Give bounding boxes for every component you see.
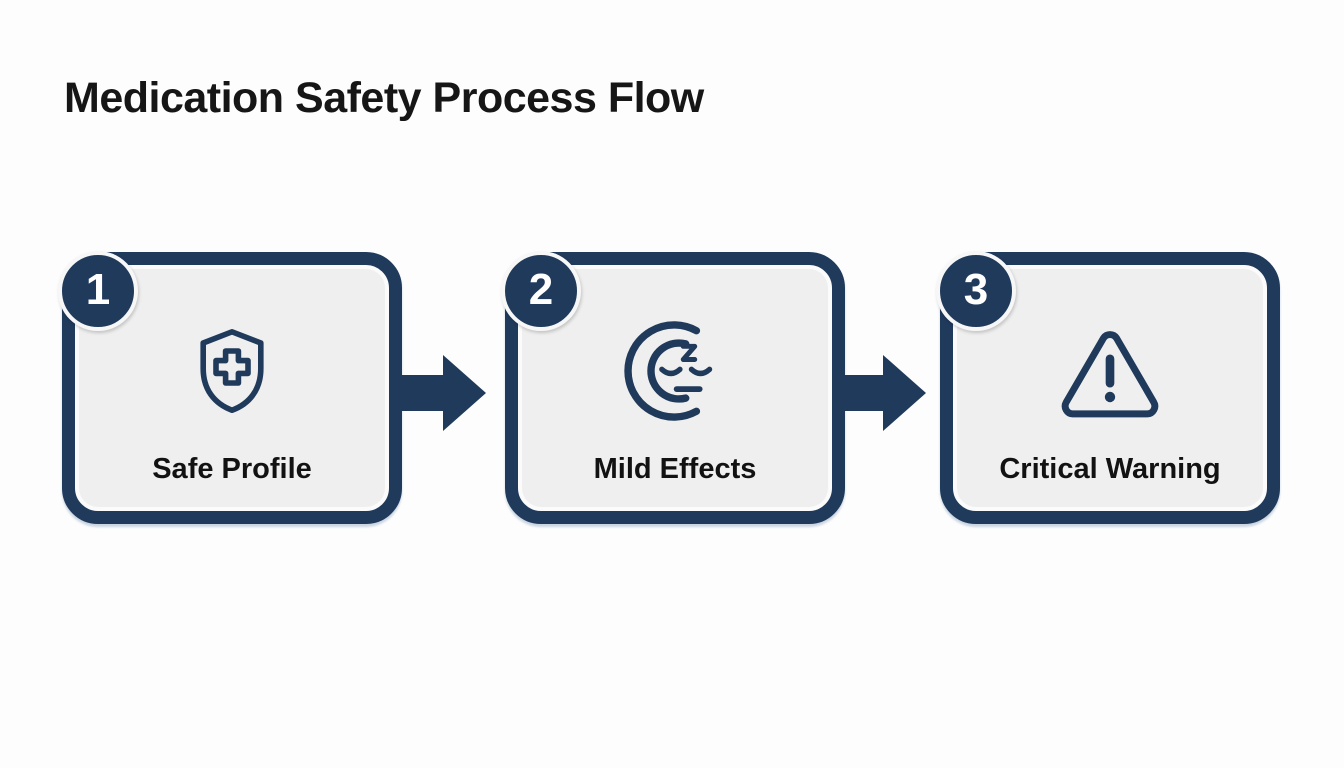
page-title: Medication Safety Process Flow — [64, 74, 704, 122]
sleepy-moon-icon — [624, 317, 726, 425]
step-number: 3 — [963, 265, 989, 314]
step-label: Safe Profile — [152, 453, 312, 485]
step-number: 1 — [85, 265, 111, 314]
step-card-critical-warning: 3 Critical Warning — [936, 251, 1280, 524]
flow-arrow-right-icon — [398, 355, 486, 431]
flow-arrow-right-icon — [838, 355, 926, 431]
step-number-badge: 3 — [936, 251, 1016, 331]
warning-triangle-icon — [1058, 317, 1162, 425]
shield-cross-icon — [192, 317, 272, 425]
step-number-badge: 1 — [58, 251, 138, 331]
step-number-badge: 2 — [501, 251, 581, 331]
step-card-mild-effects: 2 Mild Effects — [501, 251, 845, 524]
step-card-safe-profile: 1 Safe Profile — [58, 251, 402, 524]
step-label: Critical Warning — [999, 453, 1221, 485]
step-number: 2 — [528, 265, 554, 314]
step-label: Mild Effects — [593, 453, 757, 485]
